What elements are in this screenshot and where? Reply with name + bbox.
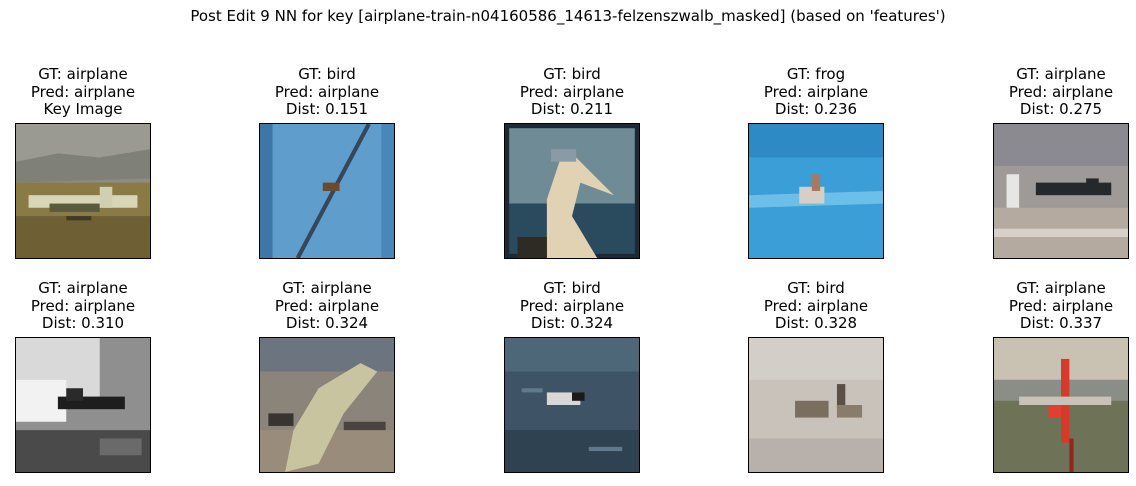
panel-title: GT: bird Pred: airplane Dist: 0.328 <box>688 279 944 333</box>
neighbor-thumbnail <box>748 123 884 259</box>
pred-label: Pred: airplane <box>763 296 869 315</box>
distance-label: Dist: 0.310 <box>41 314 125 332</box>
neighbor-thumbnail <box>993 337 1129 473</box>
pred-label: Pred: airplane <box>274 82 380 101</box>
distance-label: Dist: 0.324 <box>530 314 614 332</box>
gt-label: GT: bird <box>543 65 601 83</box>
gt-label: GT: airplane <box>38 65 128 83</box>
pred-label: Pred: airplane <box>1008 296 1114 315</box>
gt-label: GT: bird <box>543 279 601 297</box>
neighbor-thumbnail <box>15 337 151 473</box>
distance-label: Dist: 0.151 <box>285 100 369 118</box>
key-image-label: Key Image <box>43 100 123 118</box>
gt-label: GT: airplane <box>1016 279 1106 297</box>
pred-label: Pred: airplane <box>519 296 625 315</box>
key-image-thumbnail <box>15 123 151 259</box>
neighbor-thumbnail <box>993 123 1129 259</box>
distance-label: Dist: 0.328 <box>774 314 858 332</box>
neighbor-thumbnail <box>259 337 395 473</box>
figure-title: Post Edit 9 NN for key [airplane-train-n… <box>190 7 946 25</box>
pred-label: Pred: airplane <box>30 82 136 101</box>
neighbor-thumbnail <box>504 123 640 259</box>
panel-title: GT: airplane Pred: airplane Dist: 0.310 <box>0 279 211 333</box>
pred-label: Pred: airplane <box>519 82 625 101</box>
neighbor-thumbnail <box>748 337 884 473</box>
panel-title: GT: airplane Pred: airplane Dist: 0.337 <box>933 279 1136 333</box>
pred-label: Pred: airplane <box>1008 82 1114 101</box>
panel-title: GT: airplane Pred: airplane Dist: 0.275 <box>933 65 1136 119</box>
distance-label: Dist: 0.211 <box>530 100 614 118</box>
gt-label: GT: airplane <box>1016 65 1106 83</box>
neighbor-thumbnail <box>259 123 395 259</box>
panel-title: GT: bird Pred: airplane Dist: 0.324 <box>444 279 700 333</box>
panel-title: GT: frog Pred: airplane Dist: 0.236 <box>688 65 944 119</box>
gt-label: GT: frog <box>786 65 846 83</box>
distance-label: Dist: 0.275 <box>1019 100 1103 118</box>
gt-label: GT: bird <box>298 65 356 83</box>
gt-label: GT: airplane <box>38 279 128 297</box>
panel-title: GT: airplane Pred: airplane Key Image <box>0 65 211 119</box>
panel-title: GT: bird Pred: airplane Dist: 0.211 <box>444 65 700 119</box>
distance-label: Dist: 0.337 <box>1019 314 1103 332</box>
neighbor-thumbnail <box>504 337 640 473</box>
distance-label: Dist: 0.324 <box>285 314 369 332</box>
distance-label: Dist: 0.236 <box>774 100 858 118</box>
gt-label: GT: bird <box>787 279 845 297</box>
pred-label: Pred: airplane <box>30 296 136 315</box>
gt-label: GT: airplane <box>282 279 372 297</box>
panel-title: GT: bird Pred: airplane Dist: 0.151 <box>199 65 455 119</box>
pred-label: Pred: airplane <box>763 82 869 101</box>
pred-label: Pred: airplane <box>274 296 380 315</box>
panel-title: GT: airplane Pred: airplane Dist: 0.324 <box>199 279 455 333</box>
